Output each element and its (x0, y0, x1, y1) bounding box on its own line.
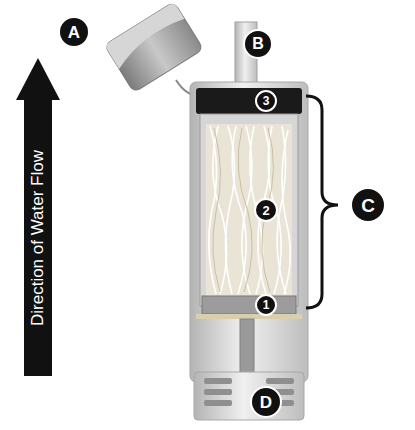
top-disc (196, 88, 302, 114)
callout-letter: B (243, 29, 273, 59)
bottom-disc (202, 296, 296, 314)
callout-letter: D (250, 386, 282, 418)
fiber-core (206, 124, 292, 296)
hollow-fibers (209, 126, 290, 294)
callout-letter: 1 (255, 294, 277, 316)
thread-base (194, 372, 304, 420)
callout-letter: C (350, 187, 386, 223)
flow-arrow: Direction of Water Flow (16, 58, 60, 376)
glass-cylinder (200, 114, 298, 306)
bracket (306, 96, 338, 308)
callout-letter: A (58, 16, 90, 48)
cap (104, 2, 203, 93)
housing (190, 82, 308, 382)
seal-layer (196, 314, 302, 319)
inlet-tube (240, 319, 254, 379)
callout-letter: 3 (255, 90, 277, 112)
callout-letter: 2 (254, 198, 278, 222)
arrow-label: Direction of Water Flow (28, 150, 48, 326)
